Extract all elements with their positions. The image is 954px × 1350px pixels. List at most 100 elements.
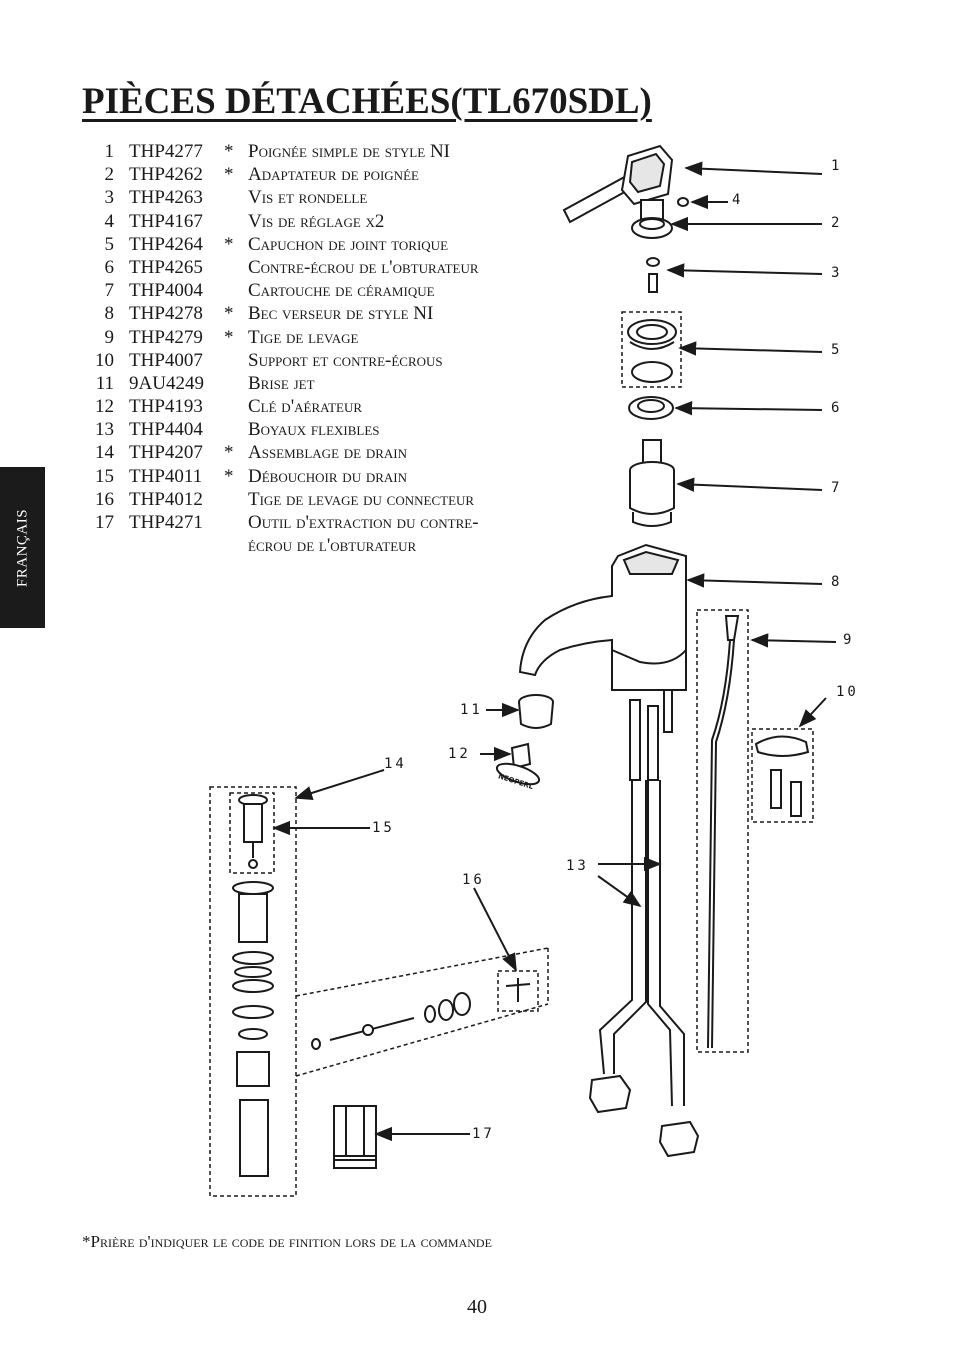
part-description: Débouchoir du drain: [248, 465, 407, 487]
part-code: THP4004: [129, 280, 203, 302]
callout-3: 3: [831, 265, 842, 281]
part-code: THP4279: [129, 326, 203, 348]
page-number: 40: [467, 1296, 487, 1318]
part-description: Bec verseur de style NI: [248, 303, 434, 325]
finish-asterisk: *: [224, 326, 234, 348]
part-number: 11: [95, 372, 114, 394]
callout-labels: 1 4 2 3 5 6 7 8 9 10 11 12 14 15 13 16 1…: [372, 158, 859, 1142]
callout-17: 17: [472, 1126, 495, 1142]
callout-7: 7: [831, 480, 842, 496]
screw-washer-part: [646, 257, 660, 293]
callout-6: 6: [831, 400, 842, 416]
part-code: THP4193: [129, 396, 203, 418]
part-description: Vis de réglage x2: [248, 210, 385, 232]
callout-8: 8: [831, 574, 842, 590]
part-code: THP4262: [129, 164, 203, 186]
callout-1: 1: [831, 158, 842, 174]
part-code: THP4278: [129, 303, 203, 325]
handle-adapter-part: [631, 199, 673, 239]
finish-asterisk: *: [224, 442, 234, 464]
part-number: 9: [104, 326, 115, 348]
aerator-key-part: [495, 742, 541, 786]
leader-lines: [272, 161, 837, 1142]
part-description: Contre-écrou de l'obturateur: [248, 256, 479, 278]
part-number: 8: [104, 303, 115, 325]
language-tab: FRANÇAIS: [0, 467, 45, 628]
part-description: Brise jet: [248, 372, 315, 394]
part-description: Assemblage de drain: [248, 442, 408, 464]
callout-15: 15: [372, 820, 395, 836]
part-description: Capuchon de joint torique: [248, 233, 449, 255]
finish-asterisk: *: [224, 303, 234, 325]
part-code: THP4271: [129, 512, 203, 533]
flexible-hoses-part: [588, 699, 700, 1158]
page-title: PIÈCES DÉTACHÉES(TL670SDL): [82, 81, 652, 122]
spout-body-part: [518, 543, 687, 733]
part-number: 16: [95, 488, 114, 510]
callout-14: 14: [384, 756, 407, 772]
part-number: 13: [95, 419, 114, 441]
part-code: THP4207: [129, 442, 203, 464]
part-number: 1: [104, 141, 115, 162]
part-description: Adaptateur de poignée: [248, 164, 419, 186]
part-number: 4: [104, 210, 115, 232]
part-description: Clé d'aérateur: [248, 396, 363, 418]
part-description: Tige de levage du connecteur: [248, 488, 475, 510]
extraction-tool-part: [333, 1105, 377, 1169]
part-description: Support et contre-écrous: [248, 349, 443, 371]
callout-5: 5: [831, 342, 842, 358]
part-description-continued: écrou de l'obturateur: [248, 535, 417, 556]
part-code: THP4264: [129, 233, 203, 255]
finish-asterisk: *: [224, 164, 234, 186]
finish-asterisk: *: [224, 465, 234, 487]
part-number: 5: [104, 233, 115, 255]
callout-11: 11: [460, 702, 483, 718]
pop-up-rod-part: [295, 947, 549, 1077]
callout-13: 13: [566, 858, 589, 874]
part-description: Boyaux flexibles: [248, 419, 380, 441]
part-number: 7: [104, 280, 115, 302]
callout-12: 12: [448, 746, 471, 762]
part-description: Cartouche de céramique: [248, 280, 435, 302]
part-description: Poignée simple de style NI: [248, 141, 450, 162]
part-description: Outil d'extraction du contre-: [248, 512, 479, 533]
drain-assembly-part: [209, 786, 297, 1197]
callout-2: 2: [831, 215, 842, 231]
part-number: 3: [104, 187, 115, 209]
part-number: 14: [95, 442, 114, 464]
lift-rod-part: [696, 609, 749, 1053]
handle-part: [562, 144, 674, 224]
drain-stopper-part: [229, 792, 275, 874]
callout-10: 10: [836, 684, 859, 700]
set-screw-part: [677, 197, 689, 207]
part-number: 6: [104, 256, 115, 278]
callout-4: 4: [732, 192, 743, 208]
part-number: 12: [95, 396, 114, 418]
part-code: THP4012: [129, 488, 203, 510]
aerator-part: [518, 694, 554, 729]
part-code: THP4404: [129, 419, 203, 441]
finish-asterisk: *: [224, 141, 234, 162]
o-ring-cap-part: [621, 311, 682, 388]
part-description: Vis et rondelle: [248, 187, 368, 209]
part-code: THP4167: [129, 210, 203, 232]
part-number: 17: [95, 512, 114, 533]
part-code: THP4277: [129, 141, 203, 162]
part-number: 15: [95, 465, 114, 487]
part-description: Tige de levage: [248, 326, 359, 348]
part-code: THP4007: [129, 349, 203, 371]
finish-asterisk: *: [224, 233, 234, 255]
order-footnote: *Prière d'indiquer le code de finition l…: [82, 1232, 492, 1251]
part-code: 9AU4249: [129, 372, 204, 394]
bracket-locknuts-part: [751, 728, 814, 823]
part-number: 2: [104, 164, 115, 186]
part-code: THP4011: [129, 465, 203, 487]
callout-16: 16: [462, 872, 485, 888]
ceramic-cartridge-part: [629, 439, 675, 527]
part-code: THP4263: [129, 187, 203, 209]
connector-lift-rod-part: [497, 970, 539, 1012]
part-code: THP4265: [129, 256, 203, 278]
lock-nut-part: [628, 396, 674, 420]
part-number: 10: [95, 349, 114, 371]
